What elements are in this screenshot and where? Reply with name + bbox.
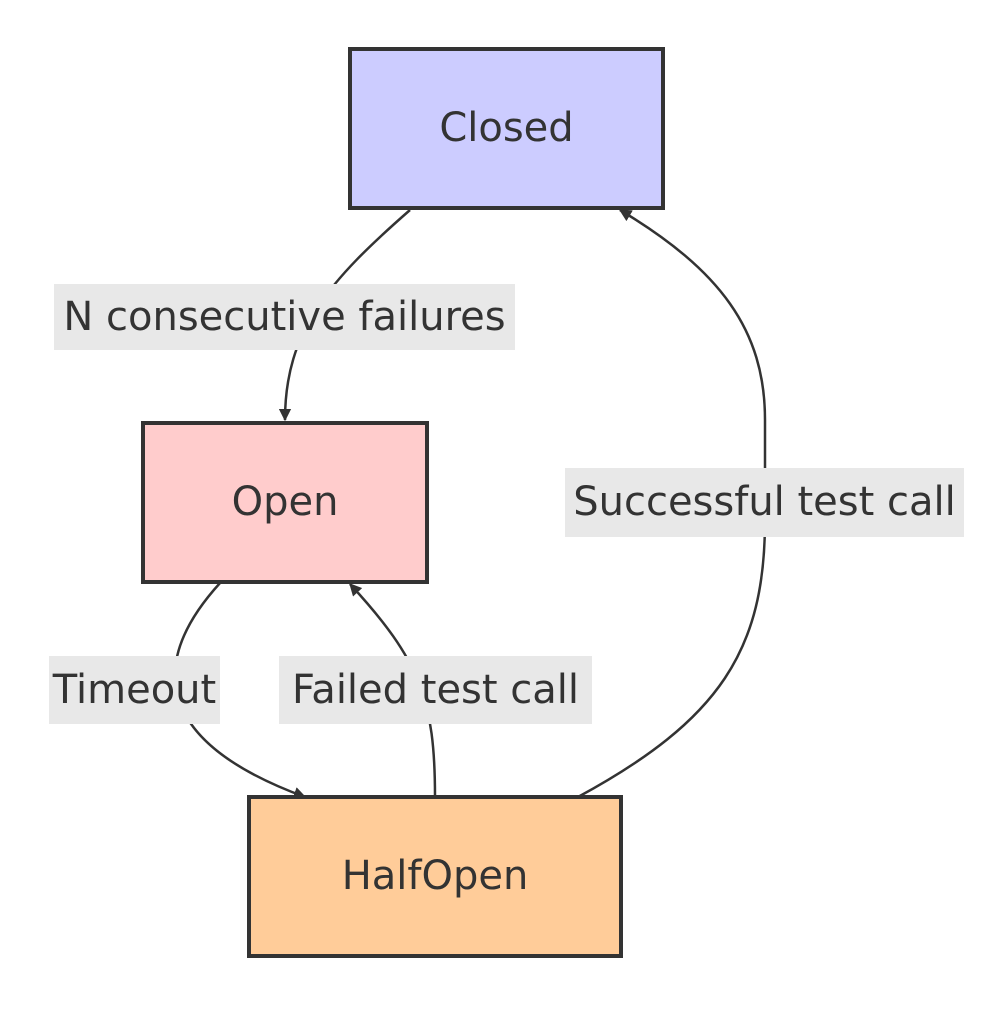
edge-label-text: Successful test call <box>573 479 956 525</box>
edge-label-background <box>279 656 592 724</box>
state-node-open-box <box>141 421 429 584</box>
state-node-closed-label: Closed <box>439 105 573 151</box>
state-node-halfopen-box <box>247 795 623 958</box>
state-node-halfopen-label: HalfOpen <box>342 853 529 899</box>
state-node-open-label: Open <box>232 479 339 525</box>
state-node-halfopen: HalfOpen <box>247 795 623 958</box>
edge-label-background <box>565 468 964 537</box>
edge-label-open-to-halfopen: Timeout <box>49 656 220 724</box>
state-node-closed-box <box>348 47 665 210</box>
edge-label-text: Timeout <box>52 667 216 713</box>
edge-label-background <box>49 656 220 724</box>
edge-label-text: Failed test call <box>292 667 579 713</box>
state-node-closed: Closed <box>348 47 665 210</box>
edge-label-closed-to-open: N consecutive failures <box>54 284 515 350</box>
edge-label-halfopen-to-closed: Successful test call <box>565 468 964 537</box>
edge-label-background <box>54 284 515 350</box>
edge-label-halfopen-to-open: Failed test call <box>279 656 592 724</box>
edge-label-text: N consecutive failures <box>63 294 505 340</box>
state-node-open: Open <box>141 421 429 584</box>
